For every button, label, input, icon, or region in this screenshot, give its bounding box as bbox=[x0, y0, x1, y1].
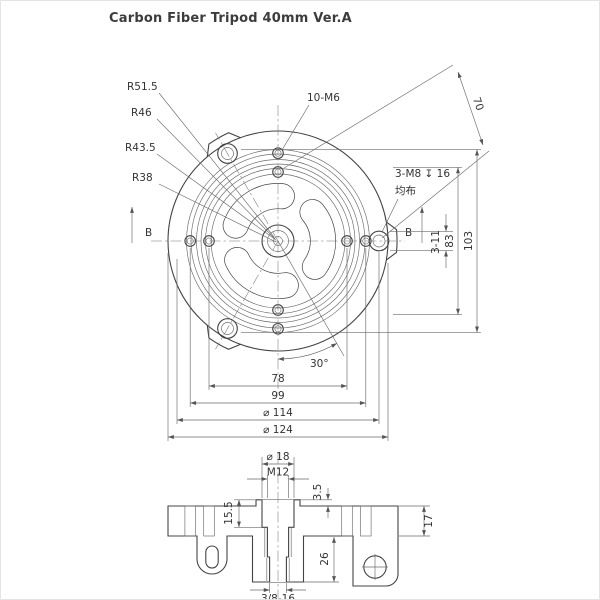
section-dimensions: ⌀ 18 M12 15.5 3.5 26 bbox=[223, 451, 435, 599]
radius-label-r46: R46 bbox=[131, 107, 152, 119]
m6-callout: 10-M6 bbox=[281, 92, 340, 151]
m8-callout: 3-M8 ↧ 16 均布 bbox=[381, 168, 450, 233]
m8-callout-note: 均布 bbox=[395, 185, 416, 197]
dim-30deg-label: 30° bbox=[310, 358, 329, 370]
section-view: ⌀ 18 M12 15.5 3.5 26 bbox=[167, 451, 435, 599]
dim-3x11-label: 3-11 bbox=[430, 230, 442, 254]
section-body bbox=[167, 499, 399, 587]
dim-3-8-16-label: 3/8-16 bbox=[261, 593, 295, 599]
drawing-title: Carbon Fiber Tripod 40mm Ver.A bbox=[109, 11, 352, 26]
m8-callout-label: 3-M8 ↧ 16 bbox=[395, 168, 450, 180]
section-marker-right: B bbox=[405, 227, 412, 239]
dim-26-label: 26 bbox=[319, 552, 331, 566]
dimensions-bottom: 78 99 ⌀ 114 ⌀ 124 bbox=[167, 248, 389, 441]
dim-99-label: 99 bbox=[271, 390, 284, 402]
radius-label-r38: R38 bbox=[132, 172, 153, 184]
section-marker-left: B bbox=[145, 227, 152, 239]
top-view: R51.5 R46 R43.5 R38 10-M6 3-M8 ↧ 16 均布 7… bbox=[125, 64, 490, 441]
dim-3-5-label: 3.5 bbox=[312, 484, 324, 501]
dim-15-5-label: 15.5 bbox=[223, 501, 235, 524]
dim-78-label: 78 bbox=[271, 373, 284, 385]
dimensions-right: 83 103 3-11 bbox=[241, 149, 481, 333]
kidney-slots bbox=[222, 183, 337, 299]
dim-83-label: 83 bbox=[444, 234, 456, 247]
radius-label-r51-5: R51.5 bbox=[127, 81, 158, 93]
dim-17-label: 17 bbox=[423, 514, 435, 527]
dim-70-label: 70 bbox=[470, 96, 486, 113]
diagonal-dimension-70: 70 bbox=[283, 64, 490, 239]
dim-dia124-label: ⌀ 124 bbox=[263, 424, 293, 436]
radius-callouts: R51.5 R46 R43.5 R38 bbox=[125, 81, 277, 243]
m6-callout-label: 10-M6 bbox=[307, 92, 340, 104]
section-ear-slot bbox=[205, 545, 219, 569]
dim-103-label: 103 bbox=[463, 231, 475, 251]
section-markers: B B bbox=[130, 207, 424, 243]
section-m6-hole-cuts bbox=[184, 505, 372, 537]
dim-m12-label: M12 bbox=[267, 467, 289, 479]
dim-dia18-label: ⌀ 18 bbox=[266, 451, 289, 463]
centerlines bbox=[151, 105, 405, 393]
radius-label-r43-5: R43.5 bbox=[125, 142, 156, 154]
dim-dia114-label: ⌀ 114 bbox=[263, 407, 293, 419]
section-tab-hole bbox=[362, 554, 388, 580]
angle-dimension-30: 30° bbox=[277, 240, 345, 370]
